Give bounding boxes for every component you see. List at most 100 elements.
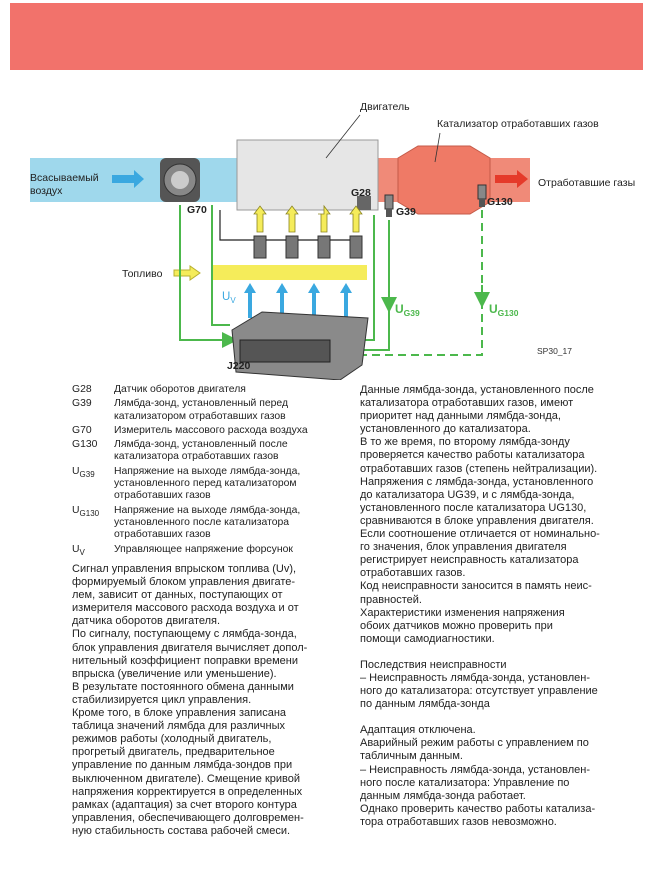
text-line: Последствия неисправности bbox=[360, 658, 507, 671]
injectors bbox=[253, 235, 363, 259]
text-line: го значения, блок управления двигателя bbox=[360, 541, 567, 554]
text-line: В результате постоянного обмена данными bbox=[72, 680, 294, 693]
text-line: данным лямбда-зонда работает. bbox=[360, 789, 526, 802]
text-line: отработавших газов (степень нейтрализаци… bbox=[360, 462, 598, 475]
paragraph-gap bbox=[360, 711, 620, 724]
text-line: лем, зависит от данных, поступающих от bbox=[72, 589, 283, 602]
text-line: по данным лямбда-зонда bbox=[360, 698, 490, 711]
text-line: ную стабильность состава рабочей смеси. bbox=[72, 824, 291, 837]
callouts bbox=[325, 114, 441, 163]
text-line: управления, обеспечивающего долговремен- bbox=[72, 811, 304, 824]
text-line: тора отработавших газов невозможно. bbox=[360, 815, 557, 828]
j220-ecu bbox=[231, 311, 369, 380]
right-column-text: Данные лямбда-зонда, установленного посл… bbox=[360, 384, 620, 829]
text-line: напряжения корректируется в определенных bbox=[72, 785, 303, 798]
g28-sensor bbox=[357, 196, 371, 210]
text-line: сравниваются в блоке управления двигател… bbox=[360, 514, 594, 527]
fuel-arrow bbox=[173, 265, 201, 281]
label-g70: G70 bbox=[187, 204, 207, 216]
text-line: Аварийный режим работы с управлением по bbox=[360, 737, 589, 750]
label-g28: G28 bbox=[351, 187, 371, 199]
legend-description: Напряжение на выходе лямбда-зонда,устано… bbox=[114, 504, 301, 541]
paragraph-gap bbox=[360, 646, 620, 659]
blue-signals bbox=[244, 283, 352, 318]
text-line: Однако проверить качество работы катализ… bbox=[360, 802, 596, 815]
intake-arrow bbox=[112, 170, 144, 188]
text-line: приоритет над данными лямбда-зонда, bbox=[360, 410, 561, 423]
legend-description: Измеритель массового расхода воздуха bbox=[114, 424, 308, 436]
label-g39: G39 bbox=[396, 206, 416, 218]
g39-probe bbox=[384, 194, 394, 217]
catalyst-body bbox=[397, 145, 491, 215]
left-column-text: Сигнал управления впрыском топлива (Uv),… bbox=[72, 563, 362, 838]
legend-code: G70 bbox=[72, 424, 92, 436]
g70-sensor bbox=[160, 158, 200, 202]
text-line: – Неисправность лямбда-зонда, установлен… bbox=[360, 763, 590, 776]
label-catalyst: Катализатор отработавших газов bbox=[437, 118, 599, 130]
exhaust-arrow bbox=[495, 170, 528, 188]
fuel-rail bbox=[212, 265, 367, 280]
text-line: табличным данным. bbox=[360, 750, 463, 763]
text-line: рамках (адаптация) за счет второго конту… bbox=[72, 798, 297, 811]
text-line: стабилизируется цикл управления. bbox=[72, 693, 252, 706]
text-line: регистрирует неисправность катализатора bbox=[360, 554, 579, 567]
text-line: катализатора отработавших газов, имеют bbox=[360, 397, 574, 410]
text-line: отработавших газов. bbox=[360, 567, 466, 580]
label-ug39: UG39 bbox=[395, 302, 420, 318]
text-line: нительный коэффициент поправки времени bbox=[72, 654, 298, 667]
label-fuel: Топливо bbox=[122, 268, 163, 280]
legend-description: Датчик оборотов двигателя bbox=[114, 384, 246, 395]
legend-row: UG130 Напряжение на выходе лямбда-зонда,у… bbox=[72, 505, 362, 542]
text-line: Сигнал управления впрыском топлива (Uv), bbox=[72, 563, 297, 575]
label-j220: J220 bbox=[227, 360, 251, 372]
text-line: режимов работы (холодный двигатель, bbox=[72, 733, 272, 746]
legend-code: G39 bbox=[72, 398, 92, 410]
text-line: Кроме того, в блоке управления записана bbox=[72, 707, 287, 720]
label-ug130: UG130 bbox=[489, 302, 519, 318]
text-line: Данные лямбда-зонда, установленного посл… bbox=[360, 384, 594, 396]
legend-row: UV Управляющее напряжение форсунок bbox=[72, 544, 362, 559]
text-line: до катализатора UG39, и с лямбда-зонда, bbox=[360, 488, 575, 501]
label-uv: UV bbox=[222, 291, 236, 305]
legend-code: G28 bbox=[72, 384, 92, 395]
text-line: управление по данным лямбда-зондов при bbox=[72, 759, 293, 772]
text-line: В то же время, по второму лямбда-зонду bbox=[360, 436, 570, 449]
legend-description: Управляющее напряжение форсунок bbox=[114, 543, 293, 555]
legend-code: G130 bbox=[72, 439, 98, 451]
text-line: правностей. bbox=[360, 593, 422, 606]
legend-code: UG130 bbox=[72, 504, 100, 518]
text-line: помощи самодиагностики. bbox=[360, 632, 495, 645]
text-line: Код неисправности заносится в память неи… bbox=[360, 580, 592, 593]
text-line: Адаптация отключена. bbox=[360, 724, 476, 737]
injection-arrows bbox=[253, 204, 363, 233]
lambda-control-diagram: Двигатель Катализатор отработавших газов… bbox=[30, 101, 635, 380]
legend-row: G70 Измеритель массового расхода воздуха bbox=[72, 425, 362, 437]
text-line: датчика оборотов двигателя. bbox=[72, 615, 221, 628]
text-line: – Неисправность лямбда-зонда, установлен… bbox=[360, 671, 590, 684]
label-exhaust: Отработавшие газы bbox=[538, 177, 635, 189]
text-line: выключенном двигателе). Смещение кривой bbox=[72, 772, 300, 785]
header-bar bbox=[10, 3, 643, 70]
text-line: измерителя массового расхода воздуха и о… bbox=[72, 602, 299, 615]
text-line: формируемый блоком управления двигате- bbox=[72, 576, 296, 589]
label-engine: Двигатель bbox=[360, 101, 410, 113]
legend-code: UV bbox=[72, 543, 85, 557]
text-line: Характеристики изменения напряжения bbox=[360, 606, 565, 619]
text-line: проверяется качество работы катализатора bbox=[360, 449, 585, 462]
wiring bbox=[219, 210, 350, 241]
text-line: ного до катализатора: отсутствует управл… bbox=[360, 685, 598, 698]
figure-reference: SP30_17 bbox=[537, 346, 572, 356]
text-line: установленного до катализатора. bbox=[360, 423, 531, 436]
legend-description: Напряжение на выходе лямбда-зонда,устано… bbox=[114, 465, 301, 502]
legend-code: UG39 bbox=[72, 465, 95, 479]
text-line: обоих датчиков можно проверить при bbox=[360, 619, 553, 632]
text-line: Если соотношение отличается от номинальн… bbox=[360, 528, 600, 541]
text-line: По сигналу, поступающему с лямбда-зонда, bbox=[72, 628, 297, 641]
text-line: таблица значений лямбда для различных bbox=[72, 720, 286, 733]
label-g130: G130 bbox=[487, 196, 513, 208]
label-intake-1: Всасываемый bbox=[30, 172, 99, 184]
